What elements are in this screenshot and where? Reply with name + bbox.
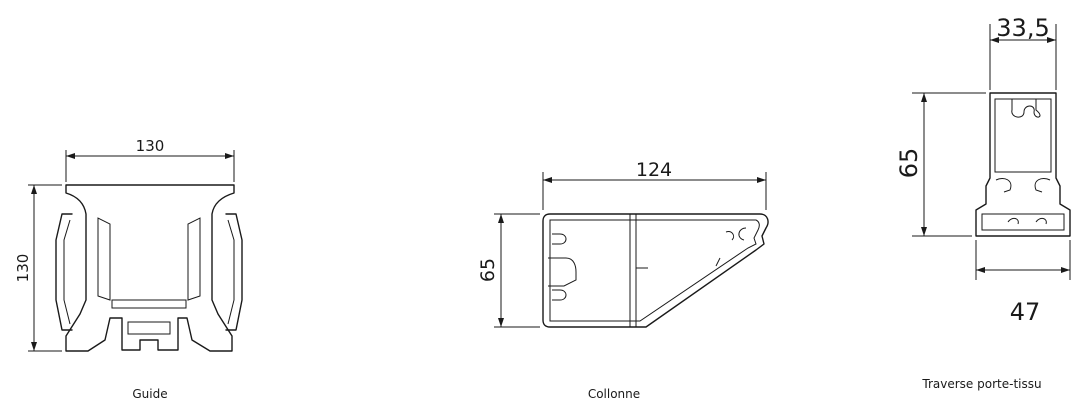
traverse-top-width-label: 33,5 bbox=[996, 14, 1049, 42]
traverse-caption: Traverse porte-tissu bbox=[921, 377, 1041, 391]
guide-profile bbox=[28, 150, 243, 352]
traverse-bottom-hooks bbox=[1007, 217, 1047, 225]
traverse-height-label: 65 bbox=[895, 148, 923, 179]
traverse-outline bbox=[975, 92, 1071, 237]
guide-inner-left bbox=[97, 217, 111, 301]
traverse-mid-hooks bbox=[995, 177, 1051, 193]
collonne-hook-left bbox=[552, 233, 567, 301]
collonne-height-label: 65 bbox=[477, 258, 499, 282]
guide-width-label: 130 bbox=[136, 137, 165, 155]
traverse-profile bbox=[912, 24, 1071, 280]
guide-seal-left-inner bbox=[63, 219, 71, 325]
collonne-channel bbox=[548, 257, 577, 287]
collonne-hook-right bbox=[725, 227, 747, 241]
traverse-bottom-channel bbox=[981, 213, 1065, 231]
traverse-bottom-width-label: 47 bbox=[1010, 298, 1041, 326]
guide-height-label: 130 bbox=[14, 254, 32, 283]
guide-bottom-slot bbox=[127, 321, 171, 335]
collonne-width-label: 124 bbox=[636, 159, 672, 181]
guide-seal-right-inner bbox=[227, 219, 235, 325]
traverse-top-hook bbox=[1011, 99, 1041, 118]
collonne-inner bbox=[549, 219, 760, 322]
guide-caption: Guide bbox=[132, 387, 167, 401]
guide-bottom-channel bbox=[111, 299, 187, 309]
collonne-outline bbox=[542, 213, 769, 328]
guide-inner-right bbox=[187, 217, 201, 301]
guide-seal-left bbox=[55, 213, 73, 331]
traverse-inner bbox=[994, 98, 1052, 173]
guide-seal-right bbox=[225, 213, 243, 331]
collonne-profile bbox=[494, 172, 769, 328]
collonne-caption: Collonne bbox=[588, 387, 640, 401]
guide-outline bbox=[65, 184, 235, 352]
